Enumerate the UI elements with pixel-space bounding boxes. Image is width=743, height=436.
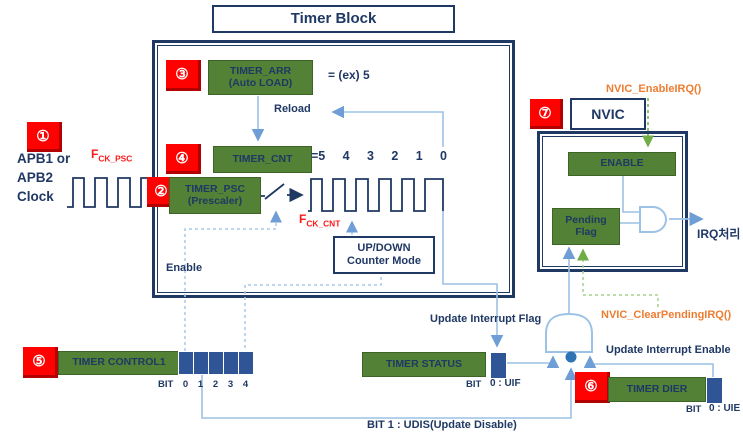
nvic-and-gate: [639, 206, 667, 233]
udis-line: [201, 367, 578, 419]
reload-label: Reload: [274, 103, 311, 115]
control1-bit-cell: [223, 351, 239, 375]
control1-bit-cell: [238, 351, 254, 375]
interrupt-and-gate: [545, 312, 593, 353]
uie-bit-word: BIT: [686, 404, 702, 415]
nvic-clearpending-dashed-arrow: [577, 248, 659, 307]
uie-to-gate-line: [583, 355, 714, 377]
uie-bit-cell: [706, 377, 723, 404]
enable-to-and-line: [622, 174, 639, 213]
uif-bit-cell: [490, 352, 507, 379]
fck-cnt-label: FCK_CNT: [299, 212, 341, 229]
nvic-clearpending-label: NVIC_ClearPendingIRQ(): [601, 309, 732, 321]
apb-clock-label: APB1 or APB2 Clock: [17, 151, 71, 204]
timer-arr-box: TIMER_ARR (Auto LOAD): [208, 60, 313, 95]
timer-control1-box: TIMER CONTROL1: [58, 351, 180, 375]
control1-bit-word: BIT: [158, 379, 174, 390]
uif-bit-label: 0 : UIF: [490, 378, 521, 389]
page-title: Timer Block: [290, 10, 377, 28]
badge-6: ⑥: [575, 372, 610, 403]
badge-5: ⑤: [23, 347, 58, 378]
timer-cnt-box: TIMER_CNT: [213, 146, 312, 173]
uif-to-gate-line: [505, 355, 560, 369]
nvic-enable-box: ENABLE: [568, 152, 676, 176]
uie-bit-label: 0 : UIE: [709, 403, 741, 414]
enable-dashed-line: [184, 210, 282, 351]
timer-dier-box: TIMER DIER: [608, 377, 706, 402]
timer-status-box: TIMER STATUS: [362, 352, 486, 377]
uif-bit-word: BIT: [466, 379, 482, 390]
update-interrupt-flag-label: Update Interrupt Flag: [430, 313, 542, 325]
control1-bit-cell: [208, 351, 224, 375]
prescaler-switch-icon: [258, 183, 285, 200]
badge-1: ①: [27, 122, 62, 152]
control1-bit-numbers: 0 1 2 3 4: [182, 379, 249, 390]
ck-cnt-waveform: [308, 178, 444, 212]
enable-label: Enable: [166, 262, 203, 274]
arr-example-value: = (ex) 5: [328, 68, 370, 82]
diagram-title-box: Timer Block: [212, 5, 455, 33]
timer-block-frame: [152, 40, 515, 298]
update-interrupt-enable-label: Update Interrupt Enable: [606, 344, 731, 356]
updown-to-bit4-dashed: [244, 271, 382, 351]
control1-bit-cell: [178, 351, 194, 375]
udis-note-label: BIT 1 : UDIS(Update Disable): [367, 419, 517, 431]
fck-psc-label: FCK_PSC: [91, 147, 133, 164]
irq-handling-label: IRQ처리: [697, 227, 741, 241]
control1-bit-cell: [193, 351, 209, 375]
udis-invert-bubble: [565, 351, 577, 363]
nvic-frame: [537, 131, 688, 272]
reload-return-line: [331, 105, 444, 147]
badge-4: ④: [166, 144, 201, 174]
updown-counter-mode-box: UP/DOWN Counter Mode: [333, 236, 435, 274]
nvic-enableirq-label: NVIC_EnableIRQ(): [606, 83, 702, 95]
pending-flag-box: Pending Flag: [552, 208, 620, 245]
badge-7: ⑦: [530, 99, 563, 129]
apb-clock-waveform: [67, 177, 148, 208]
countdown-values: =5 4 3 2 1 0: [311, 149, 447, 163]
update-flag-line: [442, 211, 504, 348]
badge-3: ③: [166, 60, 201, 91]
timer-psc-box: TIMER_PSC (Prescaler): [169, 177, 261, 214]
nvic-title-box: NVIC: [570, 98, 646, 130]
